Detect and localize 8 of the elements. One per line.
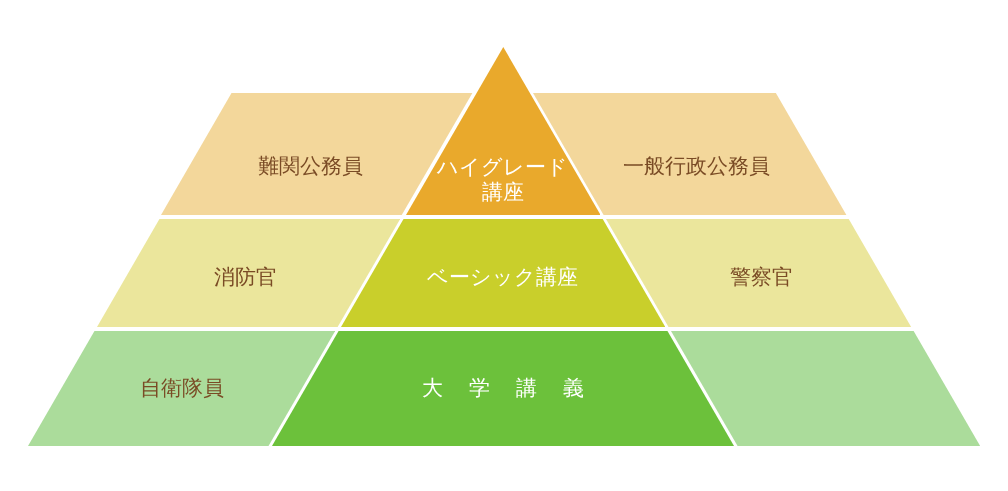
segment-label: 自衛隊員 (139, 375, 224, 401)
segment-label: 大学講義 (420, 375, 611, 401)
segment-label: 難関公務員 (257, 153, 363, 179)
segment-label: ハイグレード講座 (436, 155, 570, 205)
segment-label: ベーシック講座 (427, 264, 579, 290)
segment-label: 一般行政公務員 (623, 153, 771, 179)
segment-label: 消防官 (214, 264, 278, 290)
segment-label: 警察官 (729, 264, 793, 290)
